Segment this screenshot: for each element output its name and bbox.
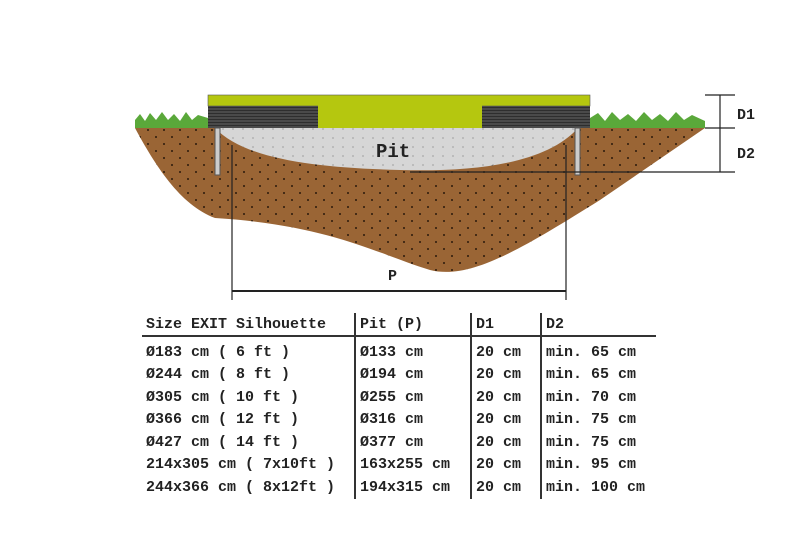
cell-pit: Ø133 cm [355, 336, 472, 364]
cell-size: Ø366 cm ( 12 ft ) [142, 408, 356, 431]
table-header: Size EXIT Silhouette Pit (P) D1 D2 [142, 313, 656, 337]
trampoline [207, 94, 591, 176]
d2-label: D2 [737, 146, 755, 163]
cell-size: Ø244 cm ( 8 ft ) [142, 363, 356, 386]
pit-fill [215, 128, 578, 171]
header-d1: D1 [471, 313, 542, 337]
dimension-lines [231, 94, 735, 300]
cell-d1: 20 cm [471, 363, 542, 386]
cell-size: 214x305 cm ( 7x10ft ) [142, 453, 356, 476]
cell-pit: 163x255 cm [355, 453, 472, 476]
cell-size: Ø305 cm ( 10 ft ) [142, 386, 356, 409]
cell-d2: min. 75 cm [546, 433, 637, 451]
cell-size: Ø427 cm ( 14 ft ) [142, 431, 356, 454]
cell-d2: min. 95 cm [546, 456, 637, 474]
left-leg [214, 127, 221, 176]
cell-d2: min. 65 cm [546, 366, 637, 384]
soil [135, 128, 705, 272]
cell-d1: 20 cm [471, 386, 542, 409]
size-table: Size EXIT Silhouette Pit (P) D1 D2 Ø183 … [142, 313, 656, 499]
cell-size: 244x366 cm ( 8x12ft ) [142, 476, 356, 499]
grass [135, 112, 705, 128]
d1-label: D1 [737, 107, 755, 124]
right-leg [574, 127, 581, 176]
cell-pit: 194x315 cm [355, 476, 472, 499]
cell-d1: 20 cm [471, 476, 542, 499]
cell-d1: 20 cm [471, 431, 542, 454]
header-size: Size EXIT Silhouette [142, 313, 356, 337]
cell-pit: Ø255 cm [355, 386, 472, 409]
cell-size: Ø183 cm ( 6 ft ) [142, 336, 356, 364]
cell-pit: Ø316 cm [355, 408, 472, 431]
cell-d1: 20 cm [471, 408, 542, 431]
header-d2: D2 [541, 313, 656, 337]
cell-d2: min. 100 cm [546, 478, 646, 496]
cell-d2: min. 75 cm [546, 411, 637, 429]
cell-d1: 20 cm [471, 336, 542, 364]
cell-pit: Ø377 cm [355, 431, 472, 454]
header-pit: Pit (P) [355, 313, 472, 337]
cell-d2: min. 70 cm [546, 388, 637, 406]
cell-pit: Ø194 cm [355, 363, 472, 386]
cell-d2: min. 65 cm [546, 343, 637, 361]
cell-d1: 20 cm [471, 453, 542, 476]
pit-label: Pit [376, 141, 410, 163]
trampoline-pit-diagram: Pit P D1 D2 [135, 94, 755, 300]
pit-width-label: P [388, 268, 397, 285]
